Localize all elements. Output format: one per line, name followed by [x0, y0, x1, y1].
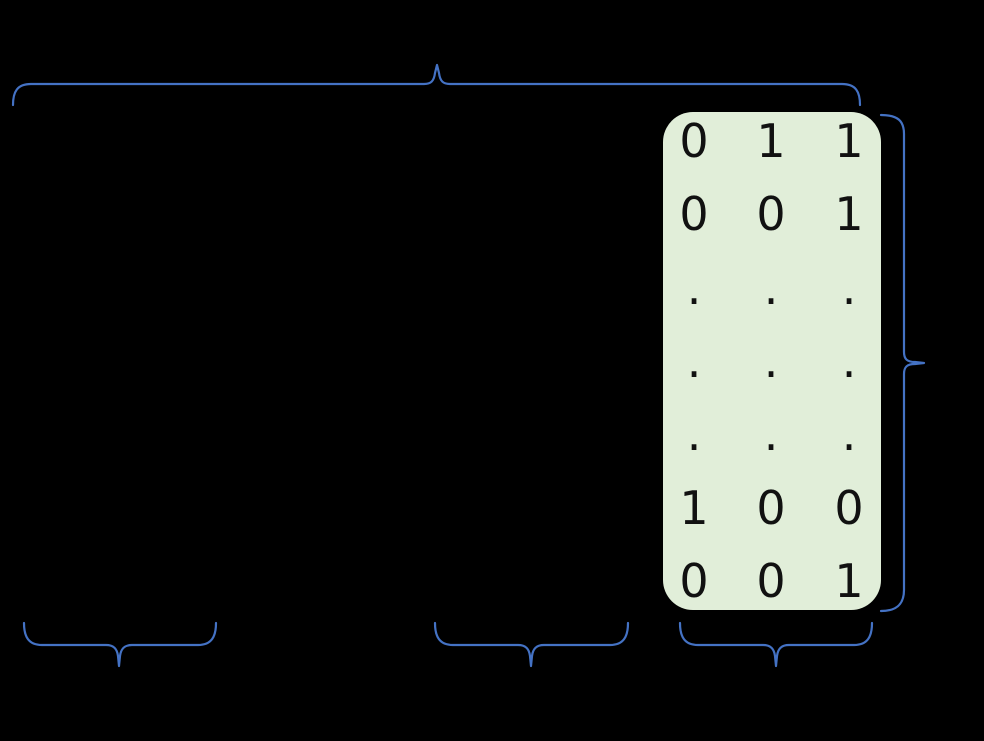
matrix-cell: .: [686, 260, 702, 315]
matrix-cell: 1: [834, 553, 864, 608]
matrix-cell: .: [686, 407, 702, 462]
matrix-cell: 0: [756, 553, 786, 608]
top-overbrace-icon: [11, 63, 862, 107]
matrix-cell: .: [841, 407, 857, 462]
matrix-cell: .: [686, 333, 702, 388]
matrix-cell: .: [763, 407, 779, 462]
matrix-cell: .: [763, 333, 779, 388]
matrix-cell: .: [841, 333, 857, 388]
underbrace-matrix-icon: [678, 621, 874, 668]
matrix-cell: 1: [834, 114, 864, 168]
matrix-cell: 0: [756, 187, 786, 242]
matrix-cell: 0: [756, 480, 786, 535]
underbrace-middle-icon: [433, 621, 630, 668]
matrix-cell: 1: [756, 114, 786, 168]
matrix-row: ...: [663, 262, 881, 314]
matrix-cell: 0: [834, 480, 864, 535]
matrix-cell: .: [763, 260, 779, 315]
underbrace-left-icon: [22, 621, 218, 668]
matrix-cell: 0: [679, 187, 709, 242]
matrix-cell: 0: [679, 114, 709, 168]
matrix-row: ...: [663, 408, 881, 460]
right-brace-icon: [879, 113, 926, 613]
matrix-row: ...: [663, 335, 881, 387]
matrix-cell: 1: [679, 480, 709, 535]
matrix-cell: 1: [834, 187, 864, 242]
matrix-cell: 0: [679, 553, 709, 608]
matrix-cell: .: [841, 260, 857, 315]
